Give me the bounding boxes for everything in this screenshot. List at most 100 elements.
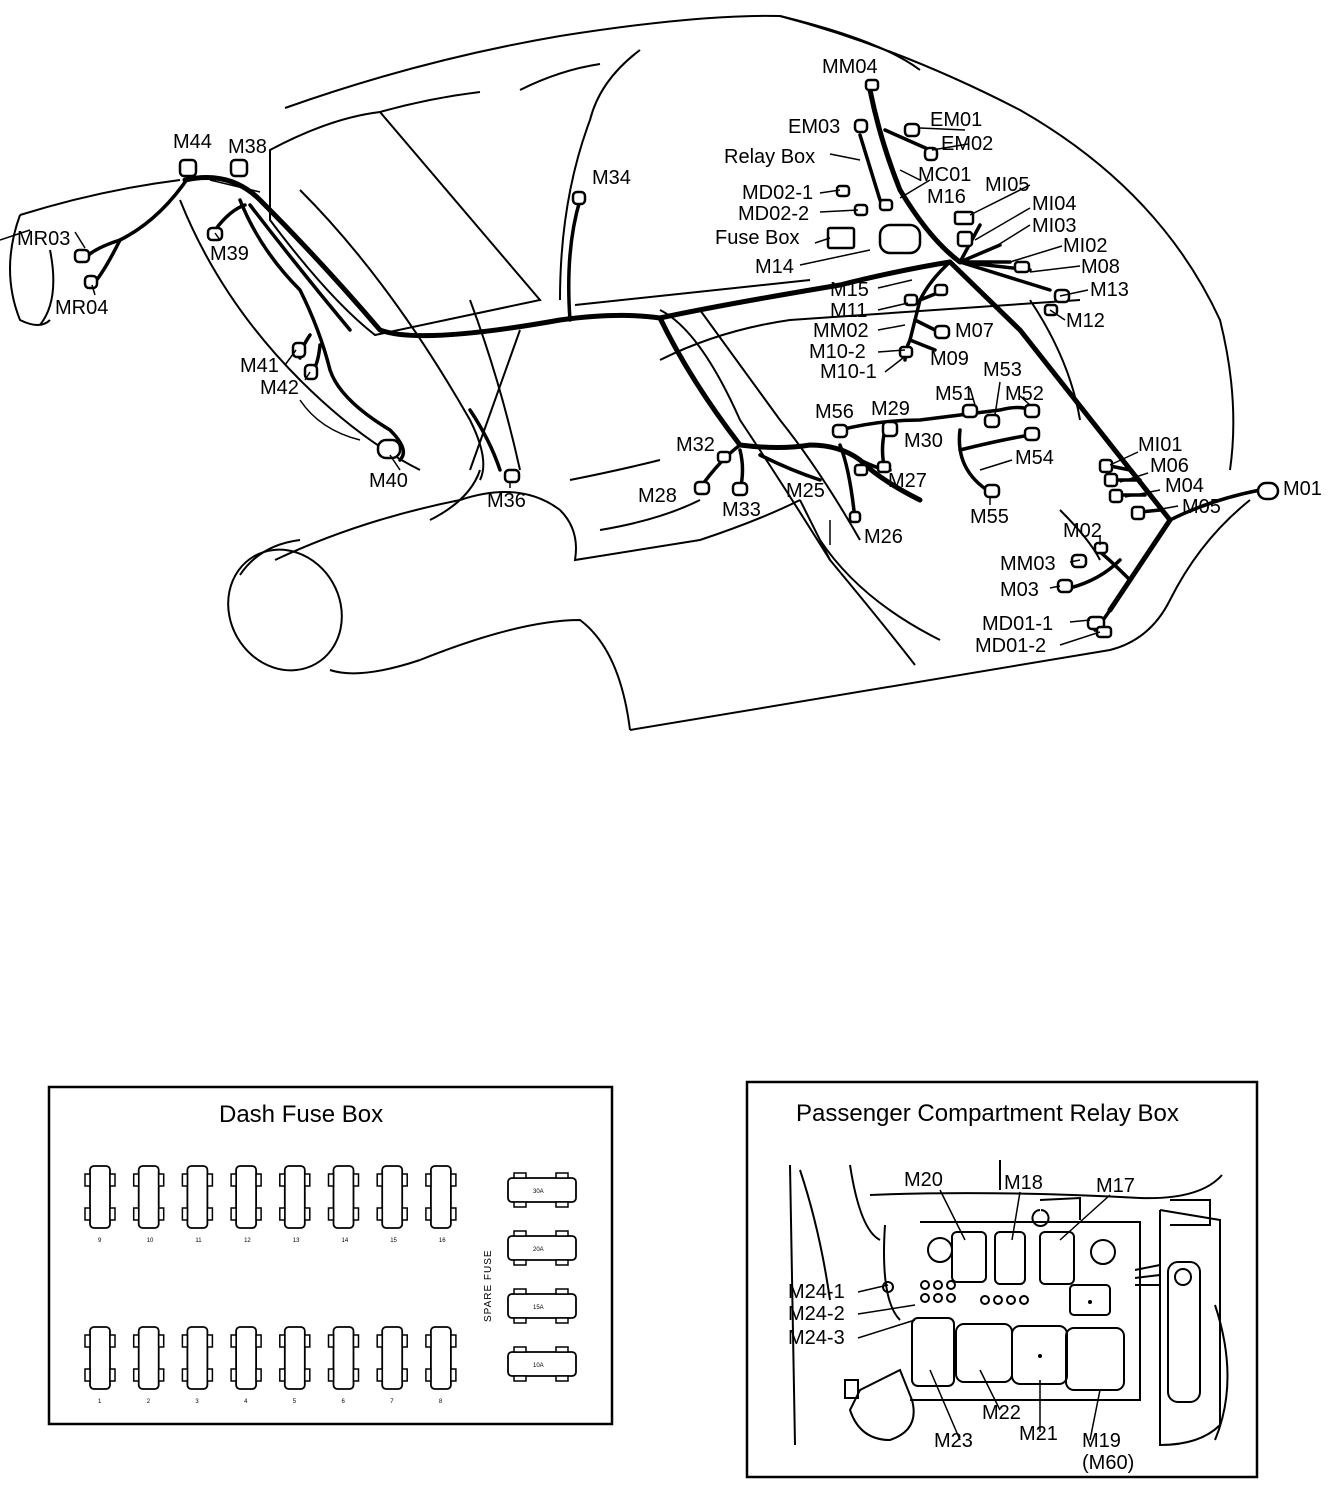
fuse-bottom-8: 8 (425, 1326, 457, 1405)
label-mm03: MM03 (1000, 553, 1056, 575)
relay-label-m18: M18 (1004, 1172, 1043, 1194)
label-mm04: MM04 (822, 56, 878, 78)
label-mi04: MI04 (1032, 193, 1076, 215)
fuse-number: 1 (98, 1399, 102, 1405)
label-mi05: MI05 (985, 174, 1029, 196)
label-m56: M56 (815, 401, 854, 423)
label-m42: M42 (260, 377, 299, 399)
fuse-top-9: 9 (84, 1165, 116, 1244)
label-m55: M55 (970, 506, 1009, 528)
label-m52: M52 (1005, 383, 1044, 405)
label-mr04: MR04 (55, 297, 108, 319)
fuse-number: 7 (390, 1399, 394, 1405)
label-m33: M33 (722, 499, 761, 521)
fuse-top-14: 14 (327, 1165, 360, 1244)
fuse-bottom-3: 3 (181, 1326, 214, 1405)
relay-box-title: Passenger Compartment Relay Box (796, 1100, 1179, 1127)
label-m06: M06 (1150, 455, 1189, 477)
label-em02: EM02 (941, 133, 993, 155)
label-m12: M12 (1066, 310, 1105, 332)
spare-fuse-10A: 10A (507, 1346, 577, 1382)
label-m08: M08 (1081, 256, 1120, 278)
spare-fuse-15A: 15A (507, 1288, 577, 1324)
label-em03: EM03 (788, 116, 840, 138)
spare-fuse-rating: 30A (533, 1189, 544, 1195)
label-m02: M02 (1063, 520, 1102, 542)
label-mi02: MI02 (1063, 235, 1107, 257)
relay-box-fuse-dots (882, 1280, 1029, 1305)
fuse-number: 4 (244, 1399, 248, 1405)
fuse-number: 9 (98, 1238, 102, 1244)
label-m27: M27 (888, 470, 927, 492)
label-mi01: MI01 (1138, 434, 1182, 456)
fuse-row-bottom: 1 2 3 4 5 6 7 8 (84, 1326, 457, 1405)
label-md02-2: MD02-2 (738, 203, 809, 225)
spare-fuse-20A: 20A (507, 1230, 577, 1266)
label-mm02: MM02 (813, 320, 869, 342)
label-mc01: MC01 (918, 164, 971, 186)
fuse-number: 3 (195, 1399, 199, 1405)
label-md01-1: MD01-1 (982, 613, 1053, 635)
relay-label-m24-1: M24-1 (788, 1281, 845, 1303)
label-m01: M01 (1283, 478, 1322, 500)
label-m25: M25 (786, 480, 825, 502)
label-m26: M26 (864, 526, 903, 548)
spare-fuse-rating: 15A (533, 1305, 544, 1311)
label-m03: M03 (1000, 579, 1039, 601)
fuse-top-15: 15 (376, 1165, 408, 1244)
fuse-top-16: 16 (425, 1165, 457, 1244)
dash-fuse-box-title: Dash Fuse Box (219, 1101, 383, 1128)
fuse-top-10: 10 (132, 1165, 165, 1244)
fuse-number: 14 (342, 1238, 349, 1244)
fuse-number: 5 (293, 1399, 297, 1405)
label-relay-box: Relay Box (724, 146, 815, 168)
spare-fuses: 30A 20A 15A 10A (507, 1172, 577, 1382)
fuse-bottom-4: 4 (230, 1326, 262, 1405)
label-m04: M04 (1165, 475, 1204, 497)
relay-label-m24-2: M24-2 (788, 1303, 845, 1325)
fuse-number: 12 (244, 1238, 251, 1244)
fuse-number: 2 (147, 1399, 151, 1405)
label-m30: M30 (904, 430, 943, 452)
fuse-number: 11 (195, 1238, 202, 1244)
label-m15: M15 (830, 279, 869, 301)
fuse-row-top: 9 10 11 12 13 14 15 16 (84, 1165, 457, 1244)
fuse-top-13: 13 (279, 1165, 311, 1244)
fuse-number: 8 (439, 1399, 443, 1405)
label-m13: M13 (1090, 279, 1129, 301)
fuse-top-11: 11 (181, 1165, 214, 1244)
fuse-bottom-5: 5 (279, 1326, 311, 1405)
fuse-number: 13 (293, 1238, 300, 1244)
label-m44: M44 (173, 131, 212, 153)
relay-label-m19: M19 (1082, 1430, 1121, 1452)
label-m14: M14 (755, 256, 794, 278)
fuse-top-12: 12 (230, 1165, 262, 1244)
label-m11: M11 (830, 300, 867, 322)
connector-labels: MM04 EM03 EM01 EM02 Relay Box MC01 M16 M… (17, 56, 1322, 657)
relay-label-m24-3: M24-3 (788, 1327, 845, 1349)
label-em01: EM01 (930, 109, 982, 131)
label-m34: M34 (592, 167, 631, 189)
label-m16: M16 (927, 186, 966, 208)
car-body-outline (9, 14, 1251, 731)
label-m29: M29 (871, 398, 910, 420)
fuse-number: 10 (147, 1238, 154, 1244)
label-mr03: MR03 (17, 228, 70, 250)
label-m54: M54 (1015, 447, 1054, 469)
relay-label-m22: M22 (982, 1402, 1021, 1424)
fuse-number: 16 (439, 1238, 446, 1244)
label-m09: M09 (930, 348, 969, 370)
label-m28: M28 (638, 485, 677, 507)
leader-lines (0, 127, 1179, 646)
spare-fuse-rating: 10A (533, 1363, 544, 1369)
connector-shapes (73, 78, 1280, 639)
label-m39: M39 (210, 243, 249, 265)
fuse-bottom-6: 6 (327, 1326, 360, 1405)
label-m40: M40 (369, 470, 408, 492)
relay-box-drawing (789, 1160, 1229, 1447)
spare-fuse-label: SPARE FUSE (483, 1249, 494, 1322)
label-m32: M32 (676, 434, 715, 456)
fuse-bottom-7: 7 (376, 1326, 408, 1405)
